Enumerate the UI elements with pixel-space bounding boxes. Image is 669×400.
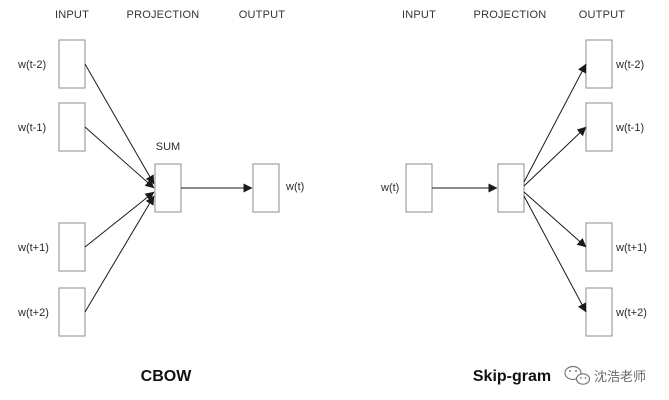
skipgram-output-box-3 [585,222,613,272]
skipgram-header-projection: PROJECTION [474,9,547,21]
skipgram-model: INPUT PROJECTION OUTPUT w(t) w(t-2) w(t-… [380,9,647,385]
cbow-edge-4 [84,195,155,313]
cbow-edge-3 [84,191,155,248]
cbow-projection-box [154,163,182,213]
cbow-input-box-2 [58,102,86,152]
cbow-input-label-4: w(t+2) [17,307,49,319]
skipgram-input-label: w(t) [380,182,399,194]
skipgram-output-box-2 [585,102,613,152]
skipgram-header-input: INPUT [402,9,436,21]
cbow-header-output: OUTPUT [239,9,286,21]
skipgram-output-label-2: w(t-1) [615,122,644,134]
watermark: 沈浩老师 [564,365,646,385]
cbow-input-box-4 [58,287,86,337]
cbow-input-label-2: w(t-1) [17,122,46,134]
skipgram-output-label-4: w(t+2) [615,307,647,319]
skipgram-edge-3 [523,191,587,248]
cbow-sum-label: SUM [156,141,180,153]
skipgram-output-label-1: w(t-2) [615,59,644,71]
skipgram-header-output: OUTPUT [579,9,626,21]
cbow-header-projection: PROJECTION [127,9,200,21]
skipgram-projection-box [497,163,525,213]
watermark-text: 沈浩老师 [594,370,646,385]
cbow-output-label: w(t) [285,181,304,193]
cbow-output-box [252,163,280,213]
cbow-input-box-3 [58,222,86,272]
skipgram-output-box-4 [585,287,613,337]
skipgram-output-label-3: w(t+1) [615,242,647,254]
cbow-header-input: INPUT [55,9,89,21]
skipgram-edge-4 [523,195,587,313]
wechat-icon [564,365,591,385]
cbow-input-label-3: w(t+1) [17,242,49,254]
skipgram-edge-1 [523,63,587,183]
skipgram-edge-2 [523,126,587,187]
skipgram-output-box-1 [585,39,613,89]
cbow-edge-1 [84,63,155,185]
cbow-model: INPUT PROJECTION OUTPUT w(t-2) w(t-1) w(… [17,9,304,385]
skipgram-input-box [405,163,433,213]
cbow-edge-2 [84,126,155,189]
cbow-input-box-1 [58,39,86,89]
cbow-title: CBOW [141,368,193,385]
cbow-input-label-1: w(t-2) [17,59,46,71]
skipgram-title: Skip-gram [473,368,551,385]
